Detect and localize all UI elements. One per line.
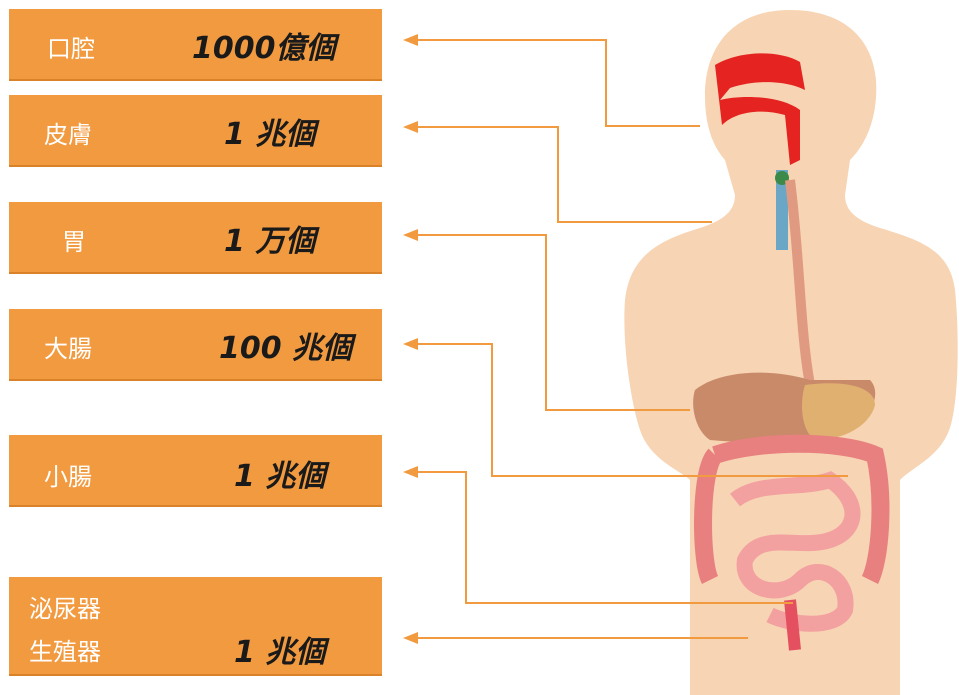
urogenital-box: 泌尿器 生殖器 1 兆個 <box>9 577 382 674</box>
bacteria-count: 1 兆個 <box>234 627 325 671</box>
stomach-box: 胃 1 万個 <box>9 202 382 272</box>
mouth-box: 口腔 1000億個 <box>9 9 382 79</box>
organ-label-line1: 泌尿器 <box>29 589 101 624</box>
arrow-heads <box>403 34 418 644</box>
bacteria-count: 1000億個 <box>192 23 336 67</box>
skin-box: 皮膚 1 兆個 <box>9 95 382 165</box>
organ-label: 小腸 <box>44 457 92 492</box>
bacteria-count: 1 兆個 <box>224 109 315 153</box>
rectum <box>790 600 795 650</box>
organ-label: 口腔 <box>47 29 95 64</box>
organ-label: 大腸 <box>44 329 92 364</box>
organ-label-line2: 生殖器 <box>29 632 101 667</box>
organ-label: 胃 <box>62 222 86 257</box>
small-intestine-box: 小腸 1 兆個 <box>9 435 382 505</box>
bacteria-count: 100 兆個 <box>219 323 352 367</box>
bacteria-count: 1 兆個 <box>234 451 325 495</box>
bacteria-count: 1 万個 <box>224 216 315 260</box>
large-intestine-box: 大腸 100 兆個 <box>9 309 382 379</box>
organ-label: 皮膚 <box>44 115 92 150</box>
